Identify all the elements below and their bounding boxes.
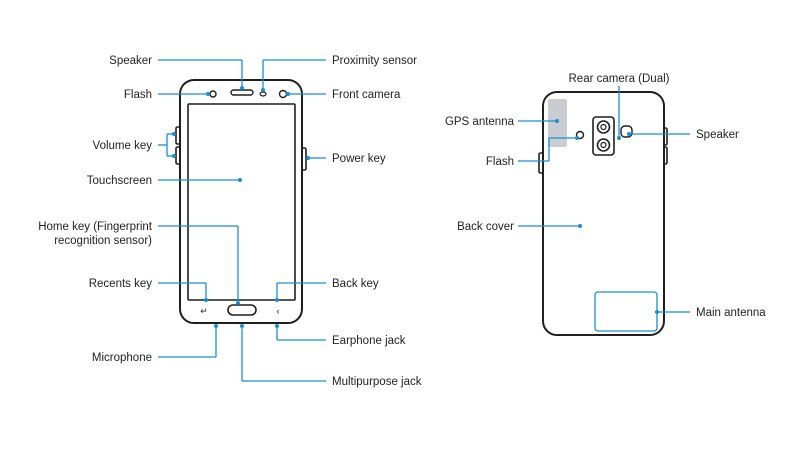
label-proximity-sensor: Proximity sensor [332,55,417,67]
back-phone-body [542,91,665,336]
label-front-camera: Front camera [332,89,401,101]
label-home-key-line1: Home key (Fingerprint [38,221,153,233]
label-speaker-front: Speaker [109,55,152,67]
rear-camera-lens-bottom [596,138,611,152]
front-leader-lines [158,59,326,382]
rear-camera-lens-top-inner [600,123,607,131]
label-flash-front: Flash [124,89,152,101]
label-microphone: Microphone [92,352,152,364]
home-key [227,304,257,316]
rear-camera-lens-top [596,120,611,134]
back-leader-lines [518,86,690,313]
rear-camera-lens-bottom-inner [600,141,607,149]
label-main-antenna: Main antenna [696,307,766,319]
label-back-key: Back key [332,278,379,290]
recents-key-glyph: ↵ [200,306,208,316]
label-flash-back: Flash [486,156,514,168]
label-gps-antenna: GPS antenna [445,116,515,128]
label-home-key-line2: recognition sensor) [54,235,152,247]
front-view [175,79,307,324]
label-back-cover: Back cover [457,221,514,233]
label-power-key: Power key [332,153,386,165]
gps-antenna-region [548,99,567,147]
front-leader-dots [172,86,310,328]
back-leader-dots [555,119,659,314]
label-earphone-jack: Earphone jack [332,335,406,347]
label-rear-camera: Rear camera (Dual) [569,73,670,85]
label-touchscreen: Touchscreen [87,175,152,187]
label-volume-key: Volume key [93,140,153,152]
back-view [538,91,668,336]
touchscreen-panel [187,103,296,301]
label-multipurpose-jack: Multipurpose jack [332,376,422,388]
back-key-glyph: ‹ [277,306,280,316]
front-phone-body [179,79,303,324]
label-recents-key: Recents key [89,278,153,290]
label-speaker-back: Speaker [696,129,739,141]
